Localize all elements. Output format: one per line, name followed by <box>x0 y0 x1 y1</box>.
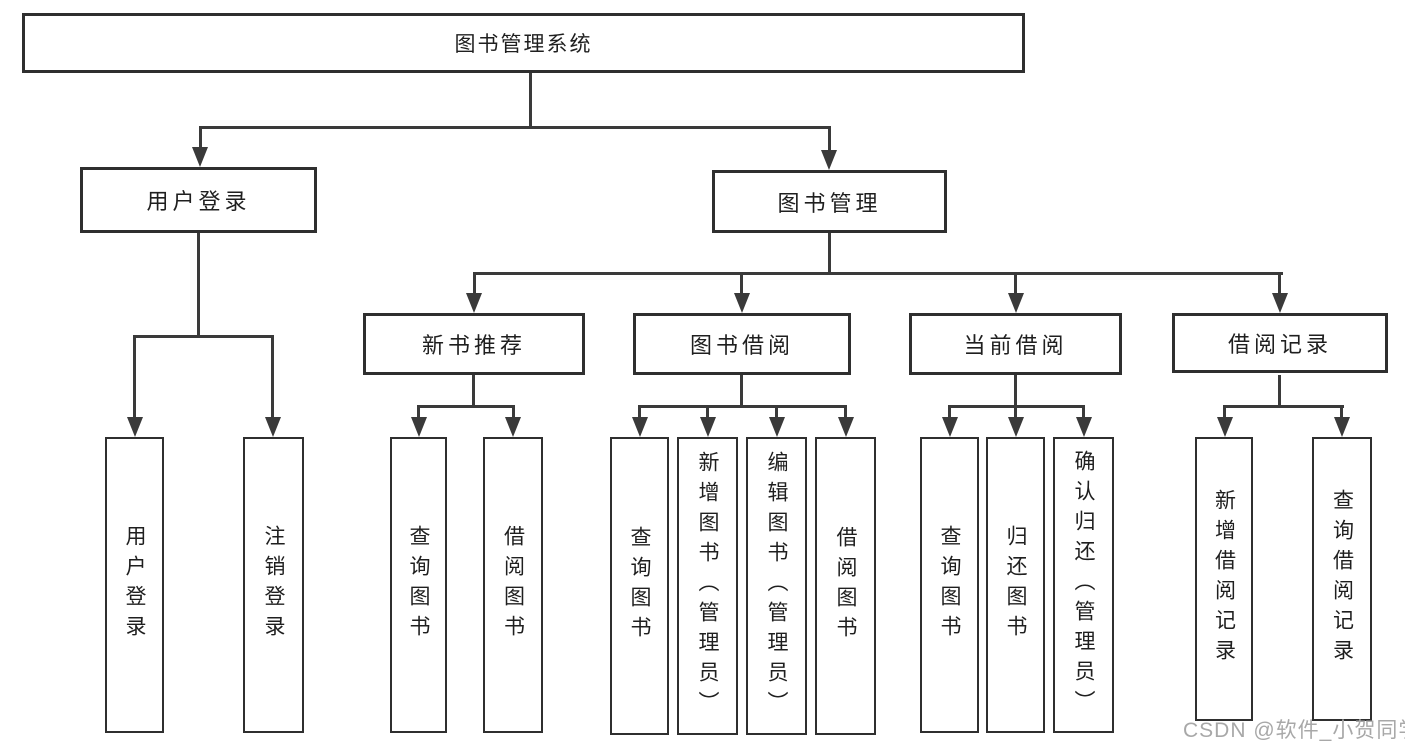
arrow-down-icon <box>838 417 854 437</box>
connector-line <box>638 405 847 408</box>
arrow-down-icon <box>632 417 648 437</box>
arrow-down-icon <box>1217 417 1233 437</box>
node-current-borrow-label: 当前借阅 <box>963 333 1068 358</box>
leaf-nb-query-books: 查询图书 <box>390 437 447 733</box>
leaf-cb-query-books-label: 查询图书 <box>938 525 962 645</box>
arrow-down-icon <box>466 293 482 313</box>
leaf-logout: 注销登录 <box>243 437 304 733</box>
arrow-down-icon <box>1272 293 1288 313</box>
connector-line <box>473 272 476 293</box>
leaf-nb-borrow-books-label: 借阅图书 <box>501 525 525 645</box>
node-user-login: 用户登录 <box>80 167 317 233</box>
arrow-down-icon <box>411 417 427 437</box>
leaf-br-query-record: 查询借阅记录 <box>1312 437 1372 721</box>
connector-line <box>1223 405 1344 408</box>
leaf-cb-return-books: 归还图书 <box>986 437 1045 733</box>
connector-line <box>1082 405 1085 417</box>
leaf-user-login: 用户登录 <box>105 437 164 733</box>
arrow-down-icon <box>1334 417 1350 437</box>
connector-line <box>417 405 420 417</box>
connector-line <box>1278 375 1281 405</box>
connector-line <box>133 335 136 417</box>
arrow-down-icon <box>192 147 208 167</box>
connector-line <box>1014 405 1017 417</box>
node-root-label: 图书管理系统 <box>454 33 593 56</box>
arrow-down-icon <box>821 150 837 170</box>
leaf-cb-confirm-return: 确认归还（管理员） <box>1053 437 1114 733</box>
node-new-book-recommend: 新书推荐 <box>363 313 585 375</box>
leaf-bb-borrow-books-label: 借阅图书 <box>834 526 858 646</box>
arrow-down-icon <box>1008 417 1024 437</box>
node-new-book-recommend-label: 新书推荐 <box>421 333 526 358</box>
connector-line <box>740 375 743 405</box>
leaf-cb-confirm-return-label: 确认归还（管理员） <box>1072 450 1096 720</box>
connector-line <box>197 233 200 335</box>
connector-line <box>473 272 1283 275</box>
leaf-bb-borrow-books: 借阅图书 <box>815 437 876 735</box>
arrow-down-icon <box>505 417 521 437</box>
leaf-cb-query-books: 查询图书 <box>920 437 979 733</box>
connector-line <box>948 405 951 417</box>
arrow-down-icon <box>769 417 785 437</box>
connector-line <box>828 233 831 272</box>
leaf-bb-edit-books: 编辑图书（管理员） <box>746 437 807 735</box>
node-current-borrow: 当前借阅 <box>909 313 1122 375</box>
connector-line <box>271 335 274 417</box>
connector-line <box>529 73 532 126</box>
connector-line <box>133 335 274 338</box>
connector-line <box>472 375 475 405</box>
node-user-login-label: 用户登录 <box>146 189 251 214</box>
connector-line <box>638 405 641 417</box>
node-borrow-records: 借阅记录 <box>1172 313 1388 373</box>
arrow-down-icon <box>1076 417 1092 437</box>
node-borrow-records-label: 借阅记录 <box>1227 332 1332 357</box>
leaf-nb-borrow-books: 借阅图书 <box>483 437 543 733</box>
connector-line <box>199 126 831 129</box>
leaf-cb-return-books-label: 归还图书 <box>1004 525 1028 645</box>
connector-line <box>706 405 709 417</box>
leaf-br-add-record: 新增借阅记录 <box>1195 437 1253 721</box>
connector-line <box>417 405 515 408</box>
leaf-bb-query-books: 查询图书 <box>610 437 669 735</box>
watermark: CSDN @软件_小贺同学 <box>1183 719 1405 742</box>
leaf-bb-query-books-label: 查询图书 <box>628 526 652 646</box>
arrow-down-icon <box>700 417 716 437</box>
connector-line <box>775 405 778 417</box>
node-book-borrow: 图书借阅 <box>633 313 851 375</box>
leaf-bb-edit-books-label: 编辑图书（管理员） <box>765 451 789 721</box>
node-root: 图书管理系统 <box>22 13 1025 73</box>
arrow-down-icon <box>127 417 143 437</box>
connector-line <box>512 405 515 417</box>
arrow-down-icon <box>734 293 750 313</box>
connector-line <box>844 405 847 417</box>
arrow-down-icon <box>1008 293 1024 313</box>
connector-line <box>740 272 743 293</box>
leaf-bb-add-books: 新增图书（管理员） <box>677 437 738 735</box>
connector-line <box>1014 375 1017 405</box>
leaf-br-add-record-label: 新增借阅记录 <box>1212 489 1236 669</box>
arrow-down-icon <box>942 417 958 437</box>
leaf-logout-label: 注销登录 <box>262 525 286 645</box>
connector-line <box>1014 272 1017 293</box>
node-book-borrow-label: 图书借阅 <box>689 333 794 358</box>
leaf-bb-add-books-label: 新增图书（管理员） <box>696 451 720 721</box>
leaf-nb-query-books-label: 查询图书 <box>407 525 431 645</box>
connector-line <box>1278 272 1281 293</box>
node-book-management: 图书管理 <box>712 170 947 233</box>
connector-line <box>1223 405 1226 417</box>
connector-line <box>199 126 202 149</box>
arrow-down-icon <box>265 417 281 437</box>
connector-line <box>828 126 831 152</box>
leaf-br-query-record-label: 查询借阅记录 <box>1330 489 1354 669</box>
leaf-user-login-label: 用户登录 <box>123 525 147 645</box>
connector-line <box>1340 405 1343 417</box>
node-book-management-label: 图书管理 <box>777 190 882 216</box>
